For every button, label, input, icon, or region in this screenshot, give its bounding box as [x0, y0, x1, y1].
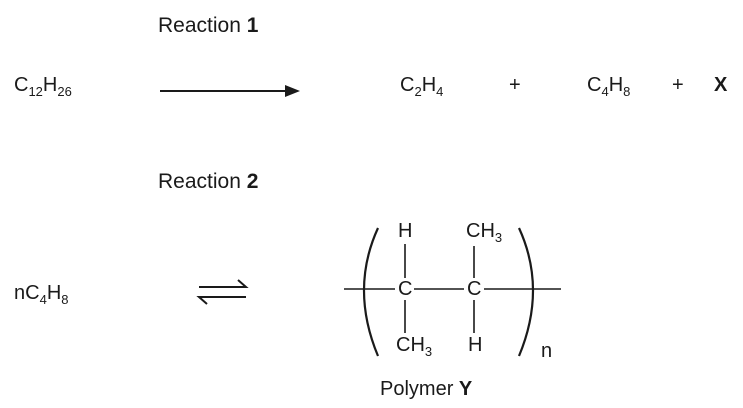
formula-subscript: 3	[494, 230, 503, 245]
product-butene: C4H8	[587, 74, 631, 99]
reactant-n-butene: nC4H8	[14, 282, 69, 307]
reaction-2-label: Reaction 2	[158, 170, 258, 194]
equilibrium-arrow	[196, 279, 249, 305]
reaction-1-number: 1	[246, 14, 259, 37]
formula-element: C	[25, 282, 40, 304]
group-ch3-top: CH3	[466, 220, 503, 245]
atom-c-left: C	[398, 278, 413, 300]
formula-subscript: 2	[414, 84, 422, 99]
group-ch3-bottom: CH3	[396, 334, 433, 359]
polymer-brackets	[362, 227, 535, 357]
polymer-bonds	[344, 244, 561, 333]
formula-element: H	[421, 74, 437, 96]
formula-element: C	[14, 74, 29, 96]
reaction-1-label: Reaction 1	[158, 14, 258, 38]
polymer-label: Polymer Y	[380, 378, 472, 401]
reaction-1-label-text: Reaction	[158, 14, 247, 37]
atom-c-right: C	[467, 278, 482, 300]
formula-subscript: 8	[61, 292, 69, 307]
repeat-index-n: n	[541, 340, 553, 362]
reaction-2-label-text: Reaction	[158, 170, 247, 193]
formula-element: H	[46, 282, 62, 304]
formula-element: H	[42, 74, 58, 96]
product-ethene: C2H4	[400, 74, 444, 99]
formula-subscript: 12	[28, 84, 43, 99]
formula-element: C	[400, 74, 415, 96]
formula-element: C	[587, 74, 602, 96]
formula-subscript: 4	[436, 84, 444, 99]
formula-element: H	[608, 74, 624, 96]
formula-element: CH	[396, 334, 425, 356]
formula-subscript: 3	[424, 344, 433, 359]
formula-subscript: 26	[57, 84, 72, 99]
formula-subscript: 4	[39, 292, 47, 307]
formula-subscript: 4	[601, 84, 609, 99]
polymer-label-letter: Y	[458, 378, 473, 400]
reaction-arrow	[160, 85, 300, 97]
atom-h-bottom: H	[468, 334, 483, 356]
reaction-2-number: 2	[246, 170, 259, 193]
polymer-label-text: Polymer	[380, 378, 459, 400]
formula-coefficient: n	[14, 282, 26, 304]
formula-subscript: 8	[623, 84, 631, 99]
reactant-dodecane: C12H26	[14, 74, 72, 99]
plus-sign-2: +	[672, 74, 684, 96]
formula-element: CH	[466, 220, 495, 242]
product-x: X	[714, 74, 728, 96]
plus-sign-1: +	[509, 74, 521, 96]
atom-h-top: H	[398, 220, 413, 242]
